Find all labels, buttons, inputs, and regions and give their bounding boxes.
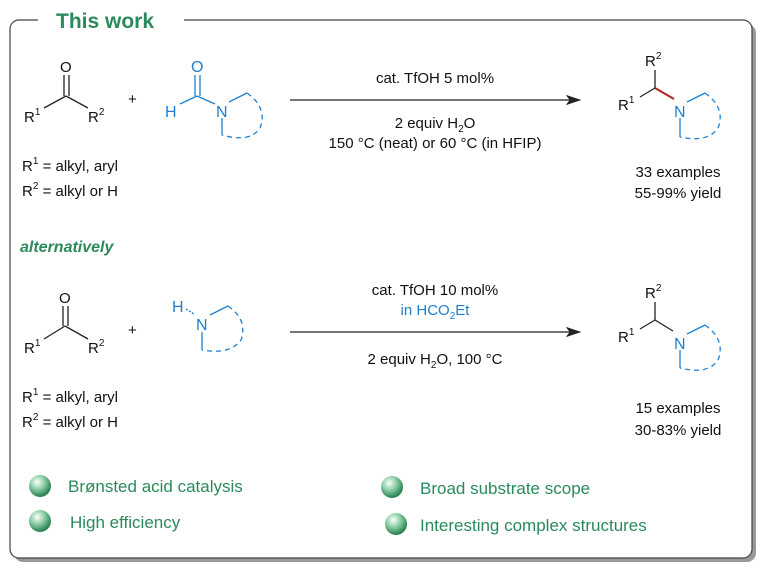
- atom-O: O: [60, 59, 72, 76]
- atom-O-2: O: [59, 290, 71, 307]
- feature-4: Interesting complex structures: [420, 516, 647, 535]
- plus-sign: +: [128, 91, 137, 108]
- atom-H: H: [165, 104, 177, 121]
- atom-N: N: [216, 104, 228, 121]
- r1-definition-2: R1 = alkyl, aryl: [22, 387, 118, 406]
- examples-2: 15 examples: [635, 400, 720, 417]
- conditions-below-1b: 150 °C (neat) or 60 °C (in HFIP): [329, 135, 542, 152]
- bullet-icon: [29, 475, 51, 497]
- bullet-icon: [381, 476, 403, 498]
- feature-2: High efficiency: [70, 513, 181, 532]
- examples-1: 33 examples: [635, 164, 720, 181]
- feature-1: Brønsted acid catalysis: [68, 477, 243, 496]
- atom-R2: R2: [88, 107, 105, 126]
- bullet-icon: [385, 513, 407, 535]
- product-1-N: N: [674, 104, 686, 121]
- conditions-above-1: cat. TfOH 5 mol%: [376, 70, 494, 87]
- product-1-R2: R2: [645, 51, 662, 70]
- atom-R2-2: R2: [88, 338, 105, 357]
- conditions-above-2: cat. TfOH 10 mol%: [372, 282, 498, 299]
- conditions-below-2: 2 equiv H2O, 100 °C: [368, 351, 503, 371]
- atom-O-formamide: O: [191, 59, 203, 76]
- frame: [9, 19, 753, 559]
- feature-3: Broad substrate scope: [420, 479, 590, 498]
- atom-R1: R1: [24, 107, 41, 126]
- yield-1: 55-99% yield: [635, 185, 722, 202]
- product-2-R2: R2: [645, 283, 662, 302]
- amine-H: H: [172, 299, 184, 316]
- alternatively-label: alternatively: [20, 239, 114, 256]
- product-1-R1: R1: [618, 95, 635, 114]
- product-2-R1: R1: [618, 327, 635, 346]
- bullet-icon: [29, 510, 51, 532]
- amine: [185, 305, 244, 352]
- yield-2: 30-83% yield: [635, 422, 722, 439]
- atom-R1-2: R1: [24, 338, 41, 357]
- ketone-1: [43, 75, 89, 109]
- plus-sign-2: +: [128, 322, 137, 339]
- conditions-below-1a: 2 equiv H2O: [395, 115, 476, 135]
- product-2-N: N: [674, 336, 686, 353]
- title: This work: [56, 10, 154, 33]
- product-1: [639, 70, 721, 140]
- amine-N: N: [196, 317, 208, 334]
- r1-definition-1: R1 = alkyl, aryl: [22, 156, 118, 175]
- ketone-2: [43, 306, 89, 340]
- formamide: [179, 75, 263, 139]
- product-2: [639, 302, 721, 371]
- solvent-2: in HCO2Et: [401, 302, 471, 322]
- r2-definition-2: R2 = alkyl or H: [22, 412, 118, 431]
- r2-definition-1: R2 = alkyl or H: [22, 181, 118, 200]
